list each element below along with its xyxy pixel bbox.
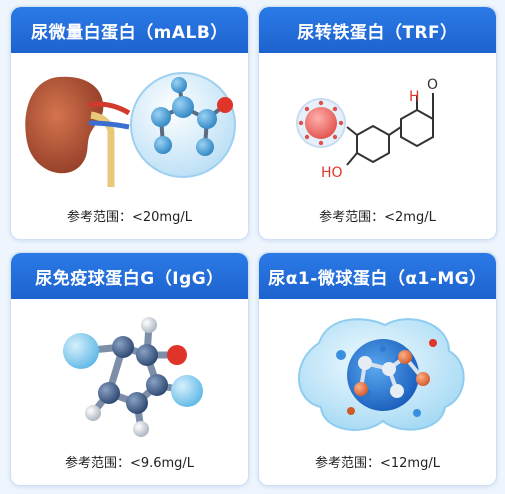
card-trf: 尿转铁蛋白（TRF）: [258, 6, 497, 240]
reference-range: 参考范围：<12mg/L: [315, 456, 440, 471]
chemical-structure-icon: H O HO: [259, 57, 496, 197]
protein-blob-icon: [259, 303, 496, 443]
reference-range: 参考范围：<9.6mg/L: [64, 456, 195, 471]
card-title: 尿转铁蛋白（TRF）: [259, 7, 496, 53]
structure-label-h: H: [409, 89, 420, 105]
card-malb: 尿微量白蛋白（mALB）: [10, 6, 249, 240]
structure-label-ho: HO: [321, 165, 343, 181]
molecule-ring-icon: [11, 303, 248, 443]
structure-label-o: O: [427, 77, 438, 93]
kidney-molecule-icon: [11, 57, 248, 197]
card-title: 尿免疫球蛋白G（IgG）: [11, 253, 248, 299]
card-igg: 尿免疫球蛋白G（IgG）: [10, 252, 249, 486]
reference-range: 参考范围：<2mg/L: [319, 210, 436, 225]
card-title: 尿α1-微球蛋白（α1-MG）: [259, 253, 496, 299]
card-title: 尿微量白蛋白（mALB）: [11, 7, 248, 53]
reference-range: 参考范围：<20mg/L: [67, 210, 192, 225]
card-a1mg: 尿α1-微球蛋白（α1-MG）: [258, 252, 497, 486]
